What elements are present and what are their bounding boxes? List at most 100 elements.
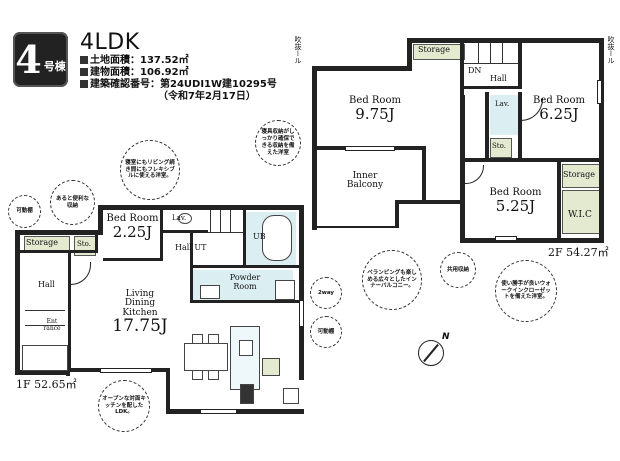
storage-top-fill [413,44,465,60]
bubble-wic-note: 使い勝手が良いウォークインクローゼットを備えた洋室。 [495,260,557,322]
lav2-fill [490,95,520,135]
room-size: 5.25J [495,196,536,215]
window[interactable] [100,368,152,373]
washbasin [200,285,220,299]
bedroom-2-25: Bed Room 2.25J [105,213,160,241]
bubble-futon-storage: 寝具収納がしっかり確保できる収納を備えた洋室 [255,120,301,166]
bathtub [262,215,292,261]
wall [95,235,98,253]
pantry-x [283,388,299,404]
wall [190,300,300,303]
wall [395,200,399,228]
window[interactable] [299,300,304,327]
wall [166,368,170,413]
bullet-icon [80,68,88,76]
building-number-badge: 4 号棟 [13,32,68,87]
bullet-icon [80,80,88,88]
stair-step [490,43,491,63]
permit-date: （令和7年2月17日） [158,91,256,102]
wall [103,258,163,261]
building-suffix: 号棟 [43,59,66,73]
wall [15,230,20,375]
bubble-shared-storage: 共用収納 [440,252,476,288]
dining-table [184,343,228,371]
bedroom-6-25: Bed Room 6.25J [525,95,593,123]
balcony-rail [317,226,399,230]
bubble-two-way: 2way [310,277,342,309]
side-note-left: 吹抜ール [294,36,302,64]
chair [192,334,203,344]
storage-right-fill [562,164,600,188]
lav1-label: Lav. [172,214,187,222]
ldk: Living Dining Kitchen 17.75J [105,289,175,337]
stair-step [230,210,231,232]
door-swing[interactable] [70,262,91,285]
wall [422,146,426,204]
room-name: Bed Room [533,95,585,106]
lav2-label: Lav. [495,100,510,108]
wall [160,208,163,260]
entrance-step [25,325,65,326]
wall [460,238,604,243]
land-area: 土地面積：137.52㎡ [80,55,189,66]
wall [98,208,103,235]
wall [460,95,465,243]
wall [599,38,604,243]
fridge [262,358,280,376]
building-area: 建物面積：106.92㎡ [80,67,189,78]
ub-label: UB [253,232,266,241]
room-name-line: Balcony [346,180,384,191]
toilet [178,213,192,224]
window[interactable] [200,409,237,414]
stair-step [220,210,221,232]
bullet-icon [80,56,88,64]
wall [312,66,317,230]
floor2-area: 2F 54.27㎡ [548,246,609,259]
room-name: Bed Room [489,187,542,198]
stair-step [502,43,503,63]
room-size: 17.75J [112,316,168,337]
bubble-movable-shelf-left: 可動棚 [8,195,41,228]
bedroom-5-25: Bed Room 5.25J [478,187,553,215]
permit-number: 建築確認番号：第24UDI1W建10295号 [80,79,277,90]
room-size: 2.25J [112,222,153,241]
inner-balcony: Inner Balcony [330,171,400,191]
hall2-label: Hall [490,74,507,83]
wall [15,230,100,235]
wall [485,92,489,162]
wall [557,158,561,238]
layout-type: 4LDK [80,30,140,55]
entrance-label: Ent rance [43,318,61,332]
wall [160,230,208,233]
entrance-step [25,310,65,311]
kitchen-counter [230,326,260,390]
bubble-storage-note: あると便利な収納 [50,180,95,225]
wall [407,38,602,43]
chair [208,334,219,344]
sto2-label: Sto. [492,142,506,150]
wall [518,92,522,162]
bubble-movable-shelf-mid: 可動棚 [310,316,342,348]
wall [68,250,71,370]
washing-machine [275,280,295,300]
wall [243,208,246,266]
dn-label: DN [468,66,482,75]
permit-number-text: 建築確認番号：第24UDI1W建10295号 [90,79,277,90]
balcony-window[interactable] [345,146,395,151]
window[interactable] [597,80,602,104]
door-swing[interactable] [465,165,484,184]
wall [98,205,303,210]
window[interactable] [495,236,517,241]
room-name-line: Living [125,289,155,299]
floor1-area: 1F 52.65㎡ [16,378,77,391]
land-area-text: 土地面積：137.52㎡ [90,55,189,66]
sto1-label: Sto. [77,240,91,248]
wall [395,200,465,204]
wall [299,205,304,380]
room-size: 6.25J [539,104,579,123]
stair-step [210,210,211,232]
stair-step [478,43,479,63]
wall [190,265,193,302]
compass-north-label: N [442,332,450,342]
side-note-right: 吹抜ール [607,36,615,64]
